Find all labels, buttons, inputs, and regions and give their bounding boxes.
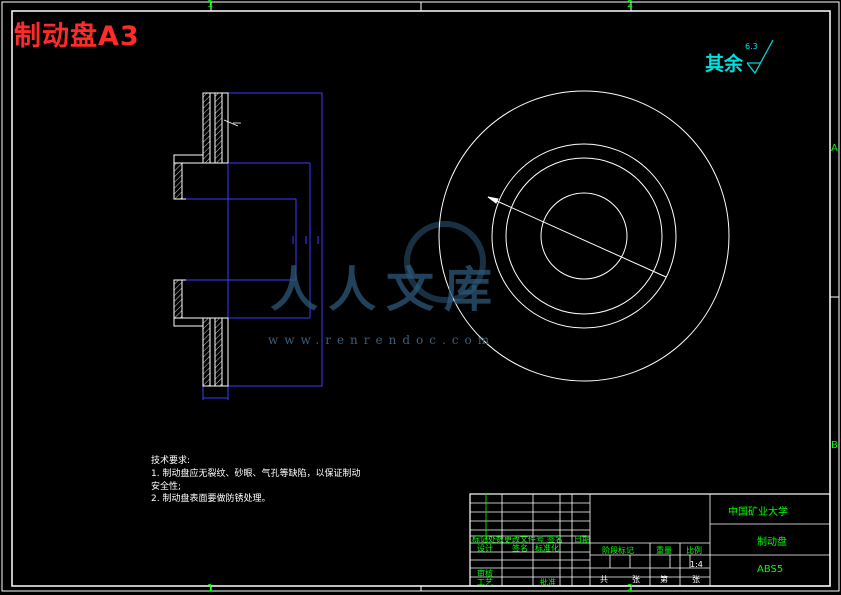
tb-process: 工艺: [477, 578, 493, 587]
tb-mark: 标记: [472, 535, 488, 544]
tech-heading: 技术要求:: [151, 456, 191, 466]
watermark-logo: [404, 221, 486, 303]
tech-line-2: 安全性;: [151, 482, 182, 492]
tb-change-doc: 更改文件号: [504, 535, 544, 544]
watermark-url: www.renrendoc.com: [268, 333, 496, 347]
tb-check: 审核: [477, 569, 493, 578]
roughness-label: 其余: [705, 53, 744, 75]
tb-date: 日期: [574, 535, 590, 544]
watermark-text: 人人文库: [270, 262, 503, 318]
tb-page: 第: [660, 575, 668, 584]
tb-sheet-2: 张: [692, 575, 700, 584]
zone-top-2: 2: [627, 0, 634, 10]
tb-scale: 比例: [686, 546, 702, 555]
drawing-title: 制动盘A3: [14, 21, 140, 52]
tb-sign: 签名: [547, 535, 563, 544]
roughness-value: 6.3: [745, 42, 758, 51]
section-view: [173, 92, 323, 400]
tb-material: ABS5: [757, 564, 784, 575]
tb-scale-value: 1:4: [690, 560, 703, 569]
tb-standardize: 标准化: [535, 544, 559, 553]
roughness-symbol: [746, 39, 774, 75]
front-view: [438, 90, 730, 382]
tb-weight: 重量: [656, 546, 672, 555]
tech-line-3: 2. 制动盘表面要做防锈处理。: [151, 494, 271, 504]
zone-ticks: [210, 2, 839, 591]
zone-right-b: B: [831, 440, 838, 451]
tb-process-sign: 签名: [512, 544, 528, 553]
tb-sheet-1: 张: [632, 575, 640, 584]
tb-stage-mark: 阶段标记: [602, 546, 634, 555]
tb-total: 共: [600, 575, 608, 584]
tb-school: 中国矿业大学: [728, 507, 788, 518]
zone-right-a: A: [831, 143, 838, 154]
tb-part-name: 制动盘: [757, 537, 787, 548]
zone-bottom-1: 1: [207, 583, 214, 594]
tb-design: 设计: [477, 544, 493, 553]
zone-bottom-2: 2: [627, 583, 634, 594]
title-block: [469, 493, 831, 587]
zone-top-1: 1: [207, 0, 214, 10]
tb-approve: 批准: [540, 578, 556, 587]
tb-count: 处数: [488, 535, 504, 544]
tech-line-1: 1. 制动盘应无裂纹、砂眼、气孔等缺陷，以保证制动: [151, 469, 361, 479]
